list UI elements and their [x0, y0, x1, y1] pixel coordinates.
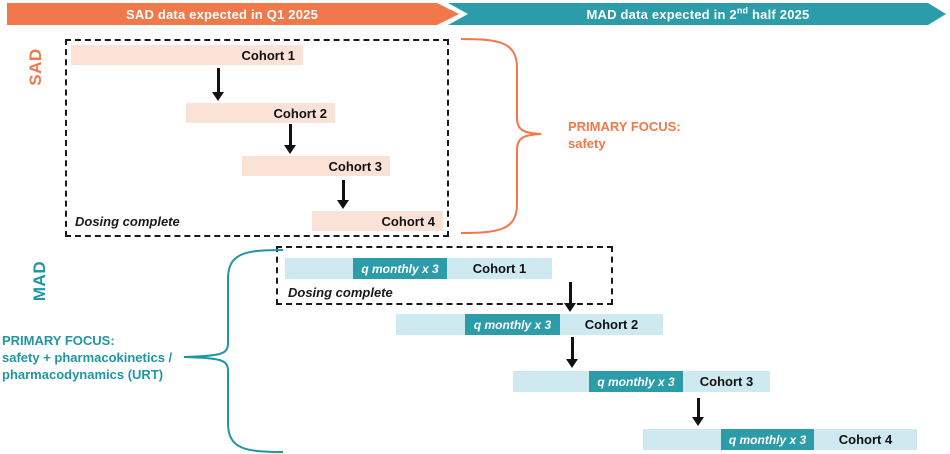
- sad-cohort-4-label: Cohort 4: [381, 213, 435, 229]
- sad-banner-label: SAD data expected in Q1 2025: [125, 6, 318, 22]
- sad-timeline-banner: SAD data expected in Q1 2025: [7, 3, 459, 25]
- dose-segment: q monthly x 3: [465, 314, 560, 335]
- mad-dashed-box: [276, 246, 613, 305]
- dose-segment: q monthly x 3: [589, 371, 683, 392]
- sad-dashed-box: [65, 39, 449, 237]
- sad-cohort-bar-4: Cohort 4: [312, 211, 443, 231]
- sad-cohort-3-label: Cohort 3: [328, 158, 382, 174]
- sad-focus-line1: PRIMARY FOCUS:: [568, 119, 681, 134]
- sad-cohort-bar-2: Cohort 2: [186, 103, 335, 123]
- mad-focus-line2: safety + pharmacokinetics /: [2, 350, 173, 365]
- mad-dosing-complete-note: Dosing complete: [288, 285, 393, 300]
- sad-section-label: SAD: [26, 48, 45, 86]
- down-arrow-icon: [284, 124, 296, 154]
- mad-cohort-3-label: Cohort 3: [699, 374, 754, 389]
- sad-cohort-1-label: Cohort 1: [241, 47, 295, 63]
- mad-cohort-4-label: Cohort 4: [838, 432, 893, 447]
- down-arrow-icon: [212, 68, 224, 101]
- down-arrow-icon: [564, 282, 576, 312]
- mad-focus-line1: PRIMARY FOCUS:: [2, 333, 115, 348]
- sad-dosing-complete-note: Dosing complete: [75, 214, 180, 229]
- mad-cohort-2-label: Cohort 2: [584, 317, 639, 332]
- mad-banner-label: MAD data expected in 2nd half 2025: [586, 5, 810, 22]
- mad-cohort-bar-1: q monthly x 3 Cohort 1: [285, 258, 552, 279]
- sad-cohort-2-label: Cohort 2: [273, 105, 327, 121]
- sad-cohort-bar-1: Cohort 1: [71, 45, 303, 65]
- dose-segment: q monthly x 3: [353, 258, 447, 279]
- sad-cohort-bar-3: Cohort 3: [242, 156, 390, 176]
- mad-cohort-bar-3: q monthly x 3 Cohort 3: [513, 371, 770, 392]
- down-arrow-icon: [692, 398, 704, 426]
- mad-cohort-1-label: Cohort 1: [472, 261, 527, 276]
- down-arrow-icon: [337, 180, 349, 209]
- dose-segment: q monthly x 3: [721, 429, 814, 450]
- down-arrow-icon: [566, 337, 578, 368]
- sad-focus-brace: [460, 38, 542, 234]
- mad-focus-brace: [183, 249, 284, 453]
- mad-timeline-banner: MAD data expected in 2nd half 2025: [448, 3, 946, 25]
- mad-cohort-bar-2: q monthly x 3 Cohort 2: [396, 314, 663, 335]
- mad-focus-line3: pharmacodynamics (URT): [2, 367, 164, 382]
- mad-primary-focus: PRIMARY FOCUS: safety + pharmacokinetics…: [2, 332, 172, 383]
- sad-primary-focus: PRIMARY FOCUS: safety: [568, 118, 681, 152]
- mad-cohort-bar-4: q monthly x 3 Cohort 4: [643, 429, 917, 450]
- sad-focus-line2: safety: [568, 136, 606, 151]
- mad-section-label: MAD: [30, 260, 49, 302]
